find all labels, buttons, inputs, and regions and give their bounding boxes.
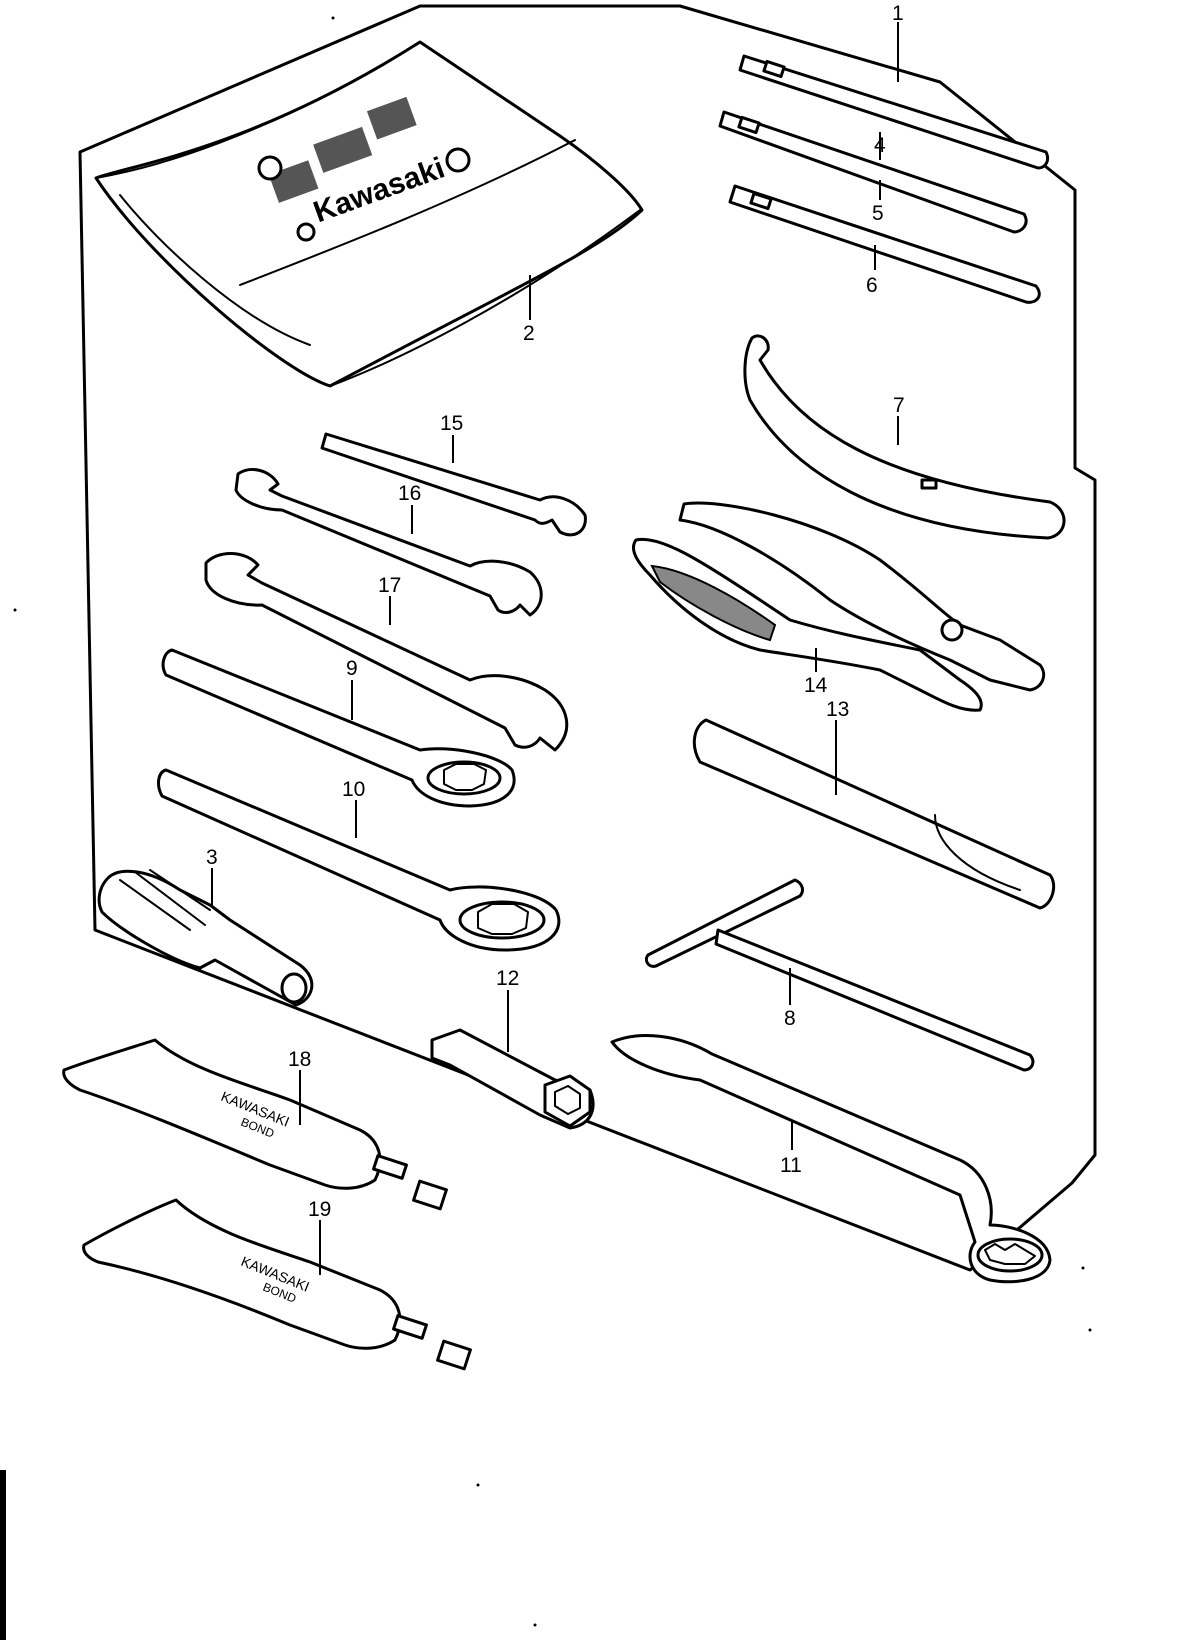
callout-17: 17: [378, 574, 401, 597]
pliers-grip-knurl: [650, 564, 777, 642]
callout-1: 1: [892, 2, 904, 25]
callout-4: 4: [874, 134, 886, 157]
print-specks: [13, 16, 1092, 1627]
ring-wrench-9: [161, 648, 516, 808]
screwdriver-bar-1: [738, 54, 1050, 170]
socket-driver: [97, 869, 314, 1007]
callout-15: 15: [440, 412, 463, 435]
callout-14: 14: [804, 674, 828, 697]
hook-spanner: [743, 334, 1066, 540]
pouch-snap-lower: [296, 222, 316, 242]
callout-2: 2: [523, 322, 535, 345]
callout-19: 19: [308, 1198, 331, 1221]
callout-numbers: 1 4 5 6 2 7 15 16 17 9 14 13 10 3 12 8 1…: [206, 2, 905, 1221]
screwdriver-bar-4: [718, 110, 1028, 234]
pouch-snap-left: [257, 155, 283, 181]
bond-cap-19: [436, 1339, 472, 1371]
callout-11: 11: [780, 1154, 802, 1177]
screwdriver-bar-5: [728, 184, 1041, 304]
offset-ring-wrench: [610, 1034, 1052, 1284]
callout-13: 13: [826, 698, 849, 721]
bond-cap-18: [412, 1179, 448, 1211]
callout-6: 6: [866, 274, 878, 297]
callout-7: 7: [893, 394, 905, 417]
ring-wrench-10: [157, 768, 561, 952]
wrench-17: [204, 552, 569, 752]
callout-10: 10: [342, 778, 365, 801]
callout-3: 3: [206, 846, 218, 869]
wrench-16: [234, 468, 543, 617]
spark-plug-wrench: [430, 1028, 595, 1130]
bond-tube-18: KAWASAKI BOND: [62, 1038, 408, 1190]
flat-bar-13: [692, 718, 1056, 910]
callout-12: 12: [496, 967, 519, 990]
scan-edge-mark: [0, 1470, 6, 1640]
callout-leaders: [211, 22, 899, 1275]
t-handle-wrench: [644, 878, 1035, 1072]
tray-outline: [78, 4, 1097, 1272]
pliers: [632, 501, 1046, 712]
pouch-snap-right: [445, 147, 471, 173]
callout-16: 16: [398, 482, 421, 505]
bond-tube-19: KAWASAKI BOND: [82, 1198, 428, 1350]
callout-5: 5: [872, 202, 884, 225]
tool-pouch: Kawasaki: [94, 40, 644, 388]
callout-9: 9: [346, 657, 358, 680]
wrench-15: [320, 432, 587, 537]
callout-8: 8: [784, 1007, 796, 1030]
pliers-pivot-bolt: [940, 618, 964, 642]
callout-18: 18: [288, 1048, 311, 1071]
